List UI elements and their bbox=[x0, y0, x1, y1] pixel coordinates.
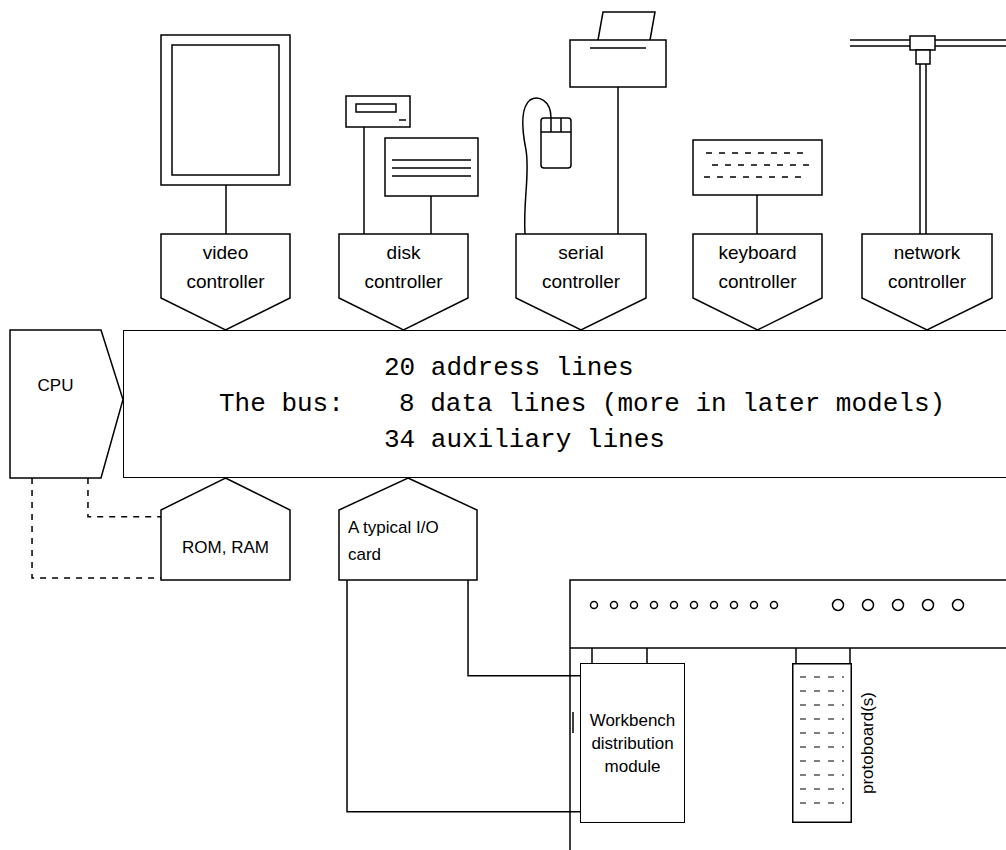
bus-label: 34 auxiliary lines bbox=[384, 425, 665, 455]
controller-label: network controller bbox=[862, 238, 992, 296]
protoboard-holes bbox=[800, 746, 844, 747]
protoboard-holes bbox=[800, 676, 844, 677]
dashed-link bbox=[32, 478, 161, 578]
bus-label: The bus: bbox=[219, 389, 344, 419]
bus-label: 20 address lines bbox=[384, 353, 634, 383]
cpu-box: CPU bbox=[10, 330, 123, 478]
protoboard-holes bbox=[800, 690, 844, 691]
jack-row bbox=[591, 600, 964, 611]
card-outline-path bbox=[10, 330, 123, 478]
protoboard-holes bbox=[800, 760, 844, 761]
wire-link bbox=[347, 580, 580, 812]
controller-label: keyboard controller bbox=[693, 238, 822, 296]
printer-icon bbox=[570, 12, 666, 234]
protoboard-holes bbox=[800, 732, 844, 733]
controller-card: serial controller bbox=[516, 234, 646, 330]
controller-card: video controller bbox=[161, 234, 290, 330]
workbench-housing bbox=[570, 580, 1006, 850]
card-label: A typical I/O card bbox=[348, 514, 448, 568]
system-bus: 20 address linesThe bus: 8 data lines (mo… bbox=[123, 330, 1006, 478]
card-outline-path bbox=[693, 234, 822, 330]
card-outline-path bbox=[339, 234, 468, 330]
card-outline bbox=[10, 330, 123, 478]
card-outline-path bbox=[862, 234, 992, 330]
protoboard: protoboard(s) bbox=[792, 663, 852, 823]
protoboard-holes bbox=[800, 802, 844, 803]
controller-label: disk controller bbox=[339, 238, 468, 296]
distribution-module: Workbench distribution module bbox=[580, 663, 685, 823]
network-cable-icon bbox=[850, 36, 1006, 234]
controller-label: video controller bbox=[161, 238, 290, 296]
wire-link bbox=[468, 580, 580, 676]
monitor-icon bbox=[161, 35, 290, 234]
disk-drive-icon bbox=[346, 96, 478, 234]
protoboard-holes bbox=[800, 788, 844, 789]
protoboard-label: protoboard(s) bbox=[858, 692, 878, 794]
module-label: Workbench distribution module bbox=[585, 709, 680, 778]
card-outline-path bbox=[339, 478, 477, 580]
protoboard-outline bbox=[792, 663, 852, 823]
protoboard-holes bbox=[800, 704, 844, 705]
controller-card: disk controller bbox=[339, 234, 468, 330]
card-outline-path bbox=[516, 234, 646, 330]
cpu-label: CPU bbox=[10, 376, 101, 396]
memory-card: ROM, RAM bbox=[161, 478, 290, 580]
controller-card: keyboard controller bbox=[693, 234, 822, 330]
keyboard-icon bbox=[693, 140, 822, 234]
controller-card: network controller bbox=[862, 234, 992, 330]
card-label: ROM, RAM bbox=[165, 534, 286, 561]
protoboard-holes bbox=[800, 774, 844, 775]
protoboard-holes bbox=[800, 718, 844, 719]
mouse-icon bbox=[523, 98, 571, 234]
io-card: A typical I/O card bbox=[339, 478, 477, 580]
card-outline bbox=[161, 478, 290, 580]
protoboard-border bbox=[793, 664, 852, 823]
bus-label: 8 data lines (more in later models) bbox=[399, 389, 945, 419]
card-outline-path bbox=[161, 234, 290, 330]
controller-label: serial controller bbox=[516, 238, 646, 296]
dashed-link bbox=[88, 478, 161, 517]
card-outline-path bbox=[161, 478, 290, 580]
